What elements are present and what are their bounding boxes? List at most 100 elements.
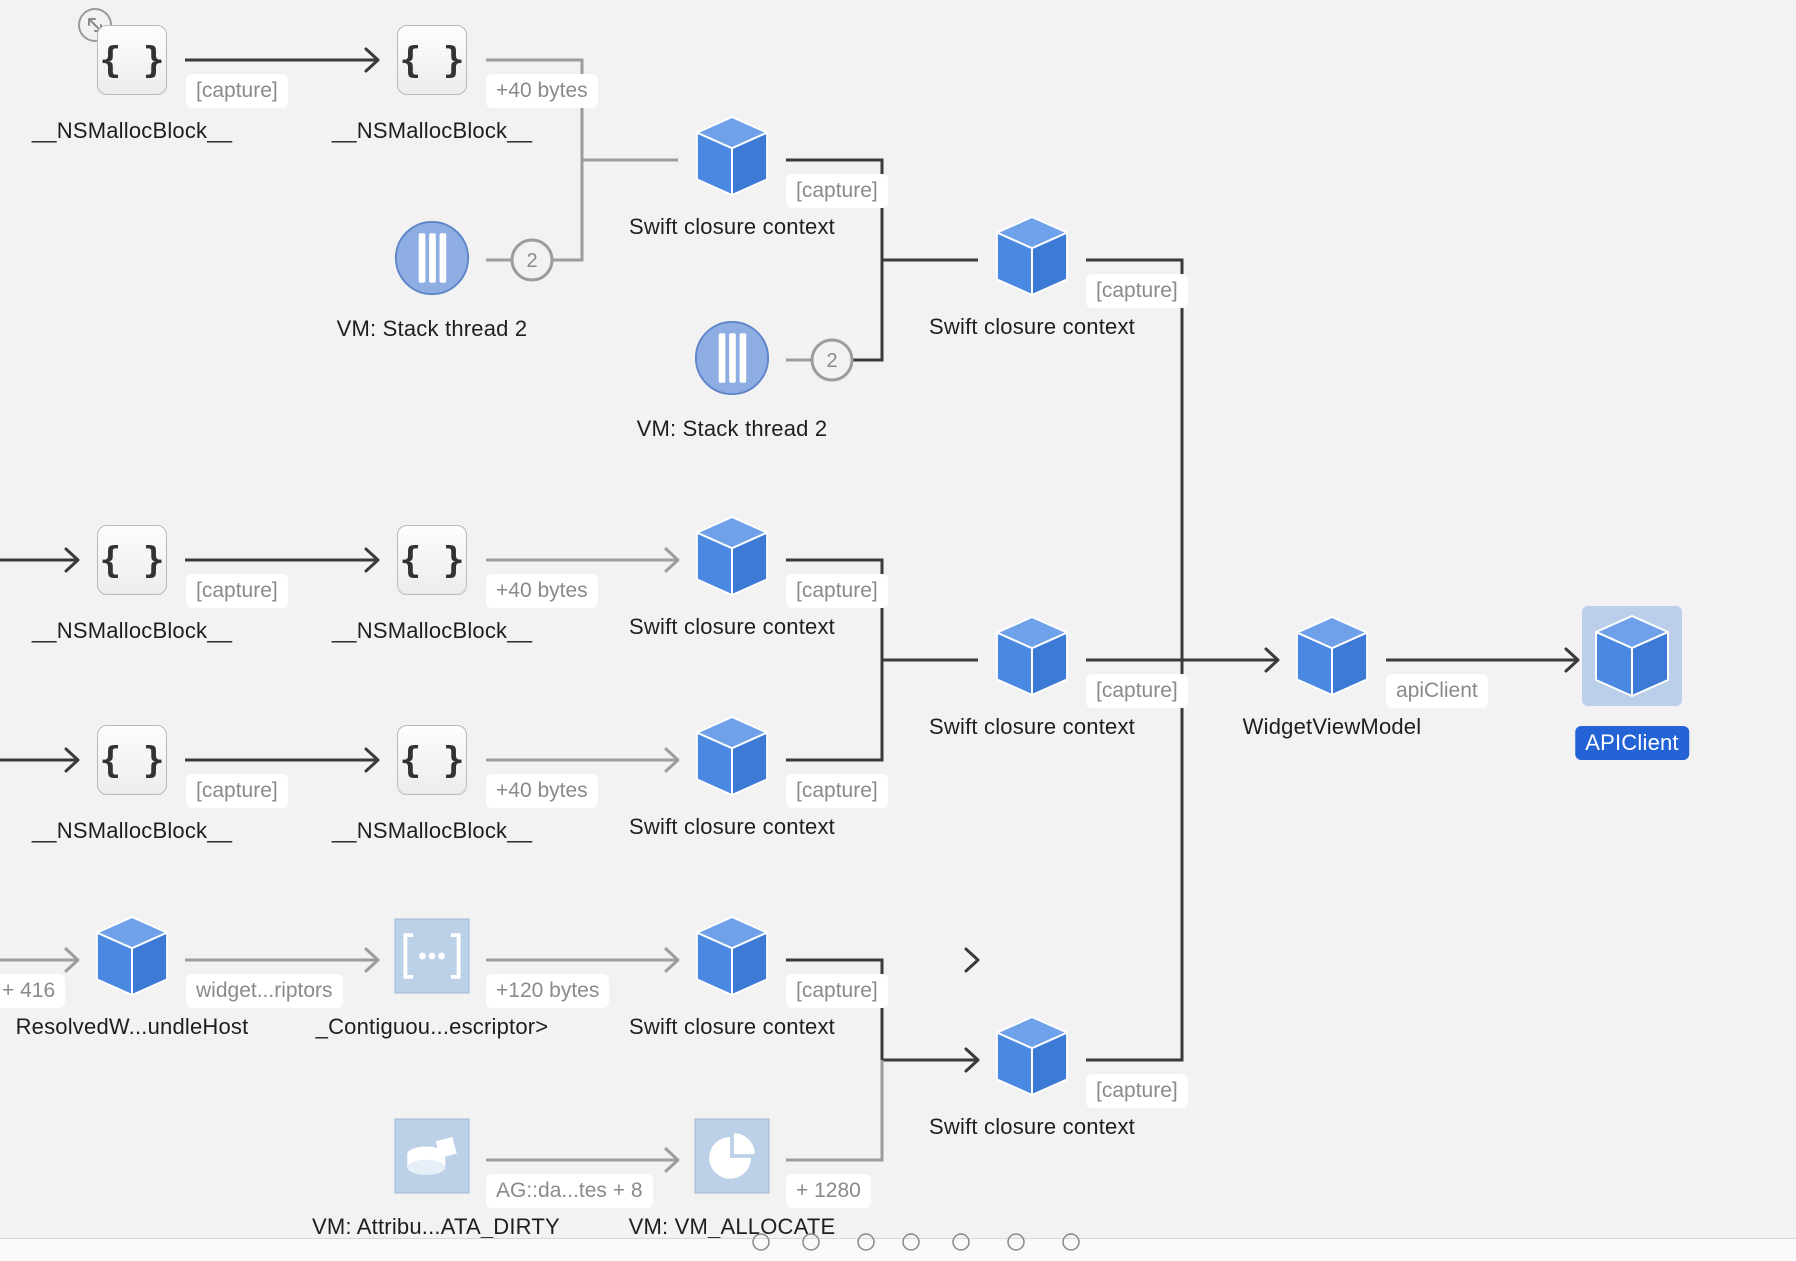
edge-label-b120: +120 bytes: [486, 974, 610, 1008]
node-icon-box: [394, 1118, 470, 1194]
edge-label-cap5: [capture]: [786, 574, 888, 608]
panel-icon: [802, 1233, 820, 1251]
node-icon-box: { }: [394, 722, 470, 798]
node-c2[interactable]: { } __NSMallocBlock__: [312, 522, 552, 652]
ref-count-badge: [810, 338, 854, 382]
node-label: _Contiguou...escriptor>: [315, 1014, 549, 1039]
edge-label-cap4: [capture]: [186, 574, 288, 608]
node-icon-box: [1294, 616, 1370, 696]
edge-g2-h1: [786, 1060, 884, 1162]
edge-label-agda: AG::da...tes + 8: [486, 1174, 653, 1208]
frame-button[interactable]: [855, 1231, 877, 1253]
edge-arrowhead: [364, 47, 380, 73]
stack-thread-icon: [394, 220, 470, 296]
cube-icon: [95, 916, 169, 996]
curly-braces-icon: { }: [397, 25, 467, 95]
node-g1[interactable]: VM: Attribu...ATA_DIRTY: [312, 1118, 560, 1248]
edge-label-wdesc: widget...riptors: [186, 974, 343, 1008]
node-label: Swift closure context: [629, 614, 835, 639]
stack-thread-icon: [694, 320, 770, 396]
node-a1[interactable]: { }__NSMallocBlock__: [12, 22, 252, 152]
edge-label-p1280: + 1280: [786, 1174, 871, 1208]
node-a4[interactable]: VM: Stack thread 2: [312, 220, 552, 350]
edge-arrowhead: [664, 747, 680, 773]
node-icon-box: [394, 220, 470, 296]
node-c3[interactable]: Swift closure context: [612, 516, 852, 648]
node-api[interactable]: APIClient: [1512, 606, 1752, 760]
node-icon-box: [94, 916, 170, 996]
node-d1[interactable]: { }__NSMallocBlock__: [12, 722, 252, 852]
edge-label-api1: apiClient: [1386, 674, 1488, 708]
edge-label-cap1: [capture]: [186, 74, 288, 108]
edge-label-b40b: +40 bytes: [486, 574, 598, 608]
curly-braces-icon: { }: [97, 25, 167, 95]
node-label: VM: Attribu...ATA_DIRTY: [312, 1214, 560, 1239]
node-icon-box: [694, 716, 770, 796]
zoom-in-button[interactable]: [1005, 1231, 1027, 1253]
node-g2[interactable]: VM: VM_ALLOCATE: [612, 1118, 852, 1248]
node-label: __NSMallocBlock__: [331, 618, 533, 643]
edge-c3-e1: [786, 558, 978, 762]
edge-arrowhead: [64, 947, 80, 973]
edge-f3-h1: [786, 958, 978, 1062]
node-w1[interactable]: WidgetViewModel: [1212, 616, 1452, 748]
curly-braces-icon: { }: [397, 725, 467, 795]
node-b2[interactable]: VM: Stack thread 2: [612, 320, 852, 450]
node-icon-box: [994, 216, 1070, 296]
curly-braces-icon: { }: [397, 525, 467, 595]
node-label: __NSMallocBlock__: [31, 818, 233, 843]
node-label: VM: Stack thread 2: [336, 316, 528, 341]
edge-arrowhead: [664, 1147, 680, 1173]
edge-label-cap7: [capture]: [186, 774, 288, 808]
node-f2[interactable]: _Contiguou...escriptor>: [312, 918, 552, 1048]
ref-count-value: 2: [526, 250, 537, 272]
cube-icon: [995, 1016, 1069, 1096]
node-label: Swift closure context: [929, 714, 1135, 739]
edge-label-cap8: [capture]: [786, 774, 888, 808]
ref-count-badge: [510, 238, 554, 282]
info-button[interactable]: [1060, 1231, 1082, 1253]
edge-arrowhead: [664, 947, 680, 973]
node-a3[interactable]: Swift closure context: [612, 116, 852, 248]
node-label: VM: VM_ALLOCATE: [628, 1214, 836, 1239]
heart-button[interactable]: [750, 1231, 772, 1253]
edge-arrowhead: [964, 1047, 980, 1073]
edge-arrowhead: [364, 547, 380, 573]
cube-icon: [995, 216, 1069, 296]
cube-icon: [695, 516, 769, 596]
node-icon-box: [694, 1118, 770, 1194]
curly-braces-icon: { }: [97, 525, 167, 595]
zoom-in-icon: [1007, 1233, 1025, 1251]
edge-arrowhead: [1264, 647, 1280, 673]
cube-icon: [695, 916, 769, 996]
node-f1[interactable]: ResolvedW...undleHost: [12, 916, 252, 1048]
node-d2[interactable]: { }__NSMallocBlock__: [312, 722, 552, 852]
panel-button[interactable]: [800, 1231, 822, 1253]
node-icon-box: [694, 320, 770, 396]
frame-icon: [857, 1233, 875, 1251]
node-c1[interactable]: { }__NSMallocBlock__: [12, 522, 252, 652]
edge-arrowhead: [664, 547, 680, 573]
edge-h1-w1: [1086, 660, 1184, 1062]
node-d3[interactable]: Swift closure context: [612, 716, 852, 848]
node-label: APIClient: [1575, 726, 1689, 760]
edge-arrowhead: [364, 747, 380, 773]
node-h1[interactable]: Swift closure context: [912, 1016, 1152, 1148]
node-label: Swift closure context: [929, 314, 1135, 339]
node-e1[interactable]: Swift closure context: [912, 616, 1152, 748]
node-f3[interactable]: Swift closure context: [612, 916, 852, 1048]
node-icon-box: { }: [394, 522, 470, 598]
zoom-out-button[interactable]: [950, 1231, 972, 1253]
minus-button[interactable]: [900, 1231, 922, 1253]
edge-arrowhead: [964, 947, 980, 973]
node-label: ResolvedW...undleHost: [15, 1014, 249, 1039]
edge-arrowhead: [64, 547, 80, 573]
edge-label-cap2: [capture]: [786, 174, 888, 208]
pie-chart-icon: [694, 1118, 770, 1194]
node-b1[interactable]: Swift closure context: [912, 216, 1152, 348]
cube-icon: [695, 716, 769, 796]
node-a2[interactable]: { }__NSMallocBlock__: [312, 22, 552, 152]
edge-label-cap9: [capture]: [786, 974, 888, 1008]
info-icon: [1062, 1233, 1080, 1251]
